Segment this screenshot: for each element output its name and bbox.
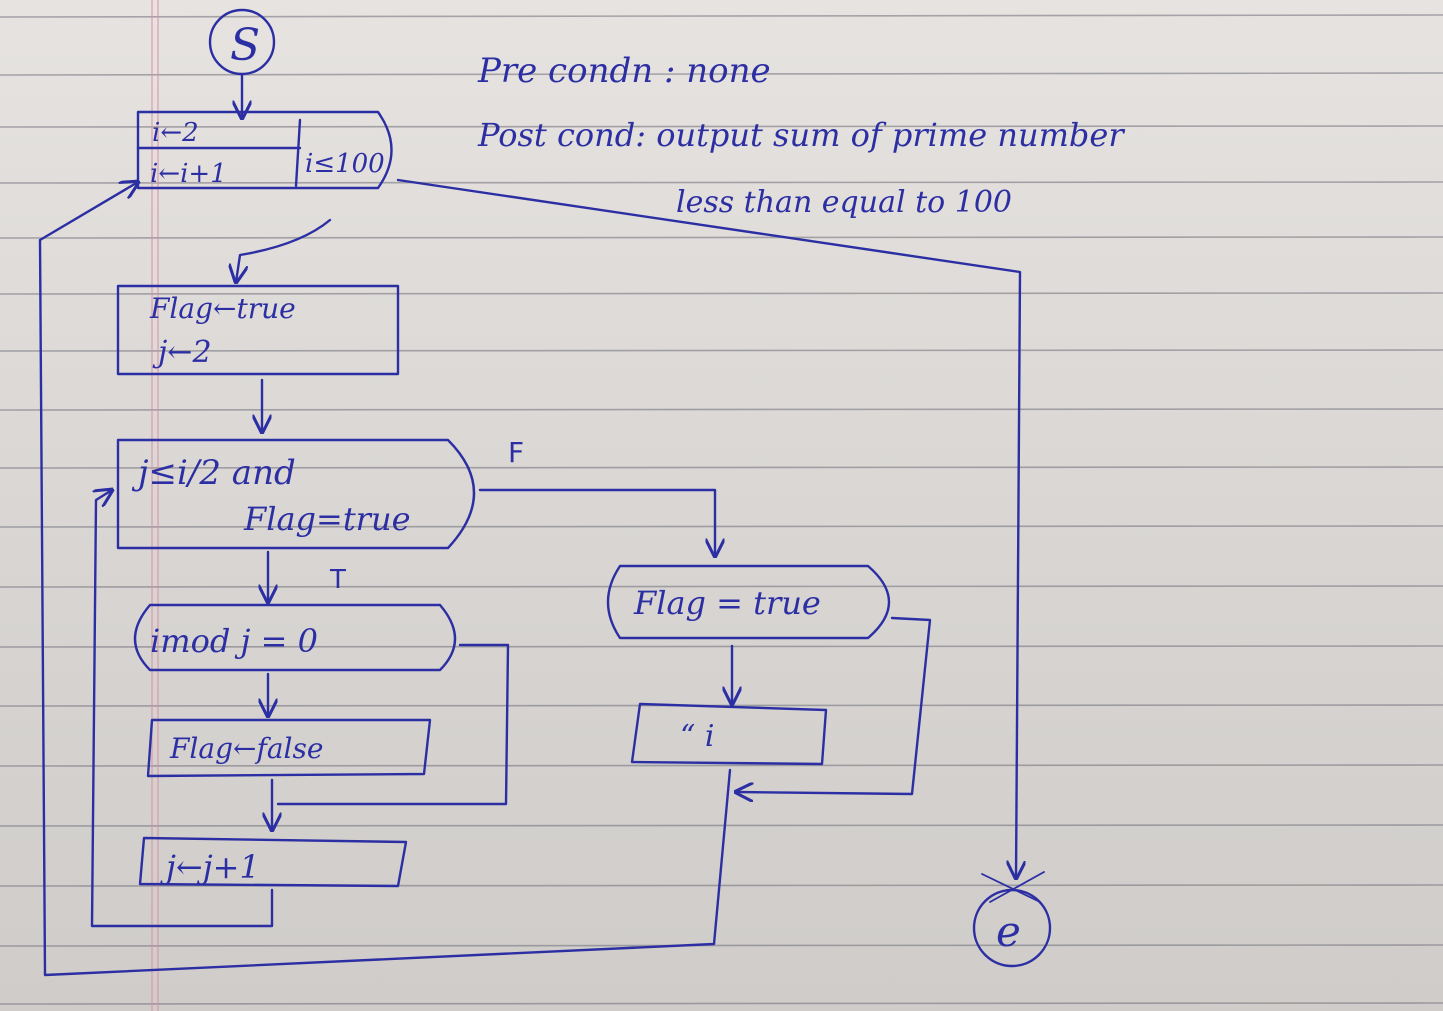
loop-condition: i≤100 bbox=[305, 149, 385, 179]
arrow-incr-loop-back bbox=[90, 490, 274, 928]
output-box: “ i bbox=[630, 702, 828, 766]
arrow-loop-to-init bbox=[236, 218, 332, 282]
postcondition-line2: less than equal to 100 bbox=[676, 185, 1012, 220]
arrow-check-false-bypass bbox=[736, 616, 932, 794]
set-false-text: Flag←false bbox=[169, 732, 323, 765]
loop-box: i←2 i←i+1 i≤100 bbox=[136, 110, 393, 190]
while-line1: j≤i/2 and bbox=[131, 453, 296, 493]
output-text: “ i bbox=[680, 719, 714, 754]
loop-init: i←2 bbox=[152, 118, 199, 148]
loop-update: i←i+1 bbox=[150, 159, 227, 189]
precondition-text: Pre condn : none bbox=[477, 51, 771, 91]
incr-box: j←j+1 bbox=[138, 836, 408, 888]
mod-box: imod j = 0 bbox=[133, 603, 457, 672]
end-node: e bbox=[972, 871, 1052, 968]
start-node: S bbox=[208, 8, 276, 76]
set-false-box: Flag←false bbox=[146, 718, 432, 778]
arrow-loop-exit bbox=[396, 178, 1020, 878]
init-flag: Flag←true bbox=[149, 292, 296, 325]
arrow-output-loop-back bbox=[38, 182, 732, 977]
mod-text: imod j = 0 bbox=[150, 622, 318, 660]
postcondition-line1: Post cond: output sum of prime number bbox=[477, 116, 1125, 154]
check-box: Flag = true bbox=[606, 564, 891, 640]
start-label: S bbox=[230, 20, 260, 71]
arrow-while-false bbox=[478, 488, 715, 556]
init-j: j←2 bbox=[152, 335, 212, 370]
incr-text: j←j+1 bbox=[160, 848, 260, 886]
check-text: Flag = true bbox=[633, 584, 821, 622]
while-line2: Flag=true bbox=[243, 500, 411, 538]
end-label: e bbox=[996, 907, 1021, 956]
while-box: j≤i/2 and Flag=true bbox=[116, 438, 476, 550]
true-label: T bbox=[329, 565, 346, 595]
arrow-mod-false-bypass bbox=[276, 643, 510, 806]
init-box: Flag←true j←2 bbox=[116, 284, 400, 376]
false-label: F bbox=[508, 436, 524, 469]
